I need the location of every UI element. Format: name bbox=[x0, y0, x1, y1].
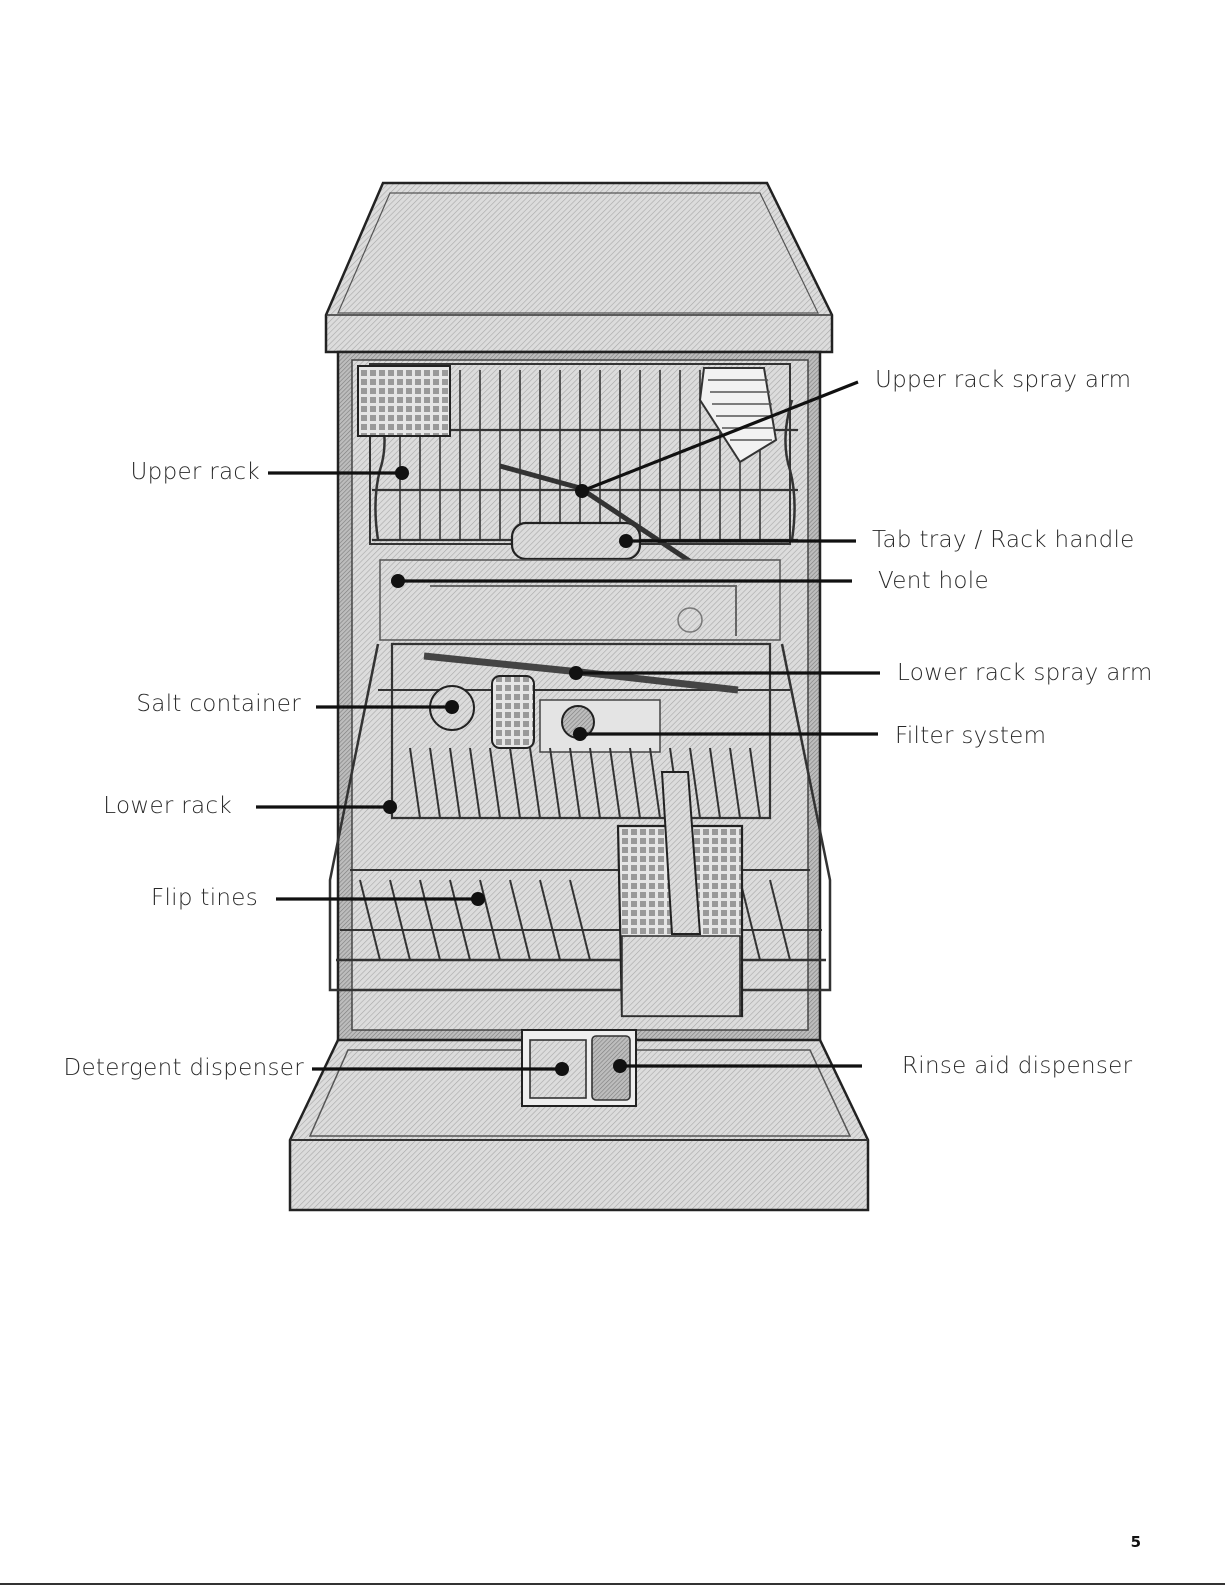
label-rinse-aid-dispenser: Rinse aid dispenser bbox=[902, 1055, 1132, 1078]
label-salt-container: Salt container bbox=[60, 693, 301, 716]
tub-interior bbox=[380, 560, 780, 640]
label-filter-system: Filter system bbox=[895, 725, 1046, 748]
label-lower-rack-spray-arm: Lower rack spray arm bbox=[897, 662, 1153, 685]
upper-rack bbox=[358, 364, 798, 568]
label-vent-hole: Vent hole bbox=[878, 570, 989, 593]
label-detergent-dispenser: Detergent dispenser bbox=[40, 1057, 304, 1080]
page-number: 5 bbox=[1131, 1533, 1141, 1551]
dishwasher-door bbox=[290, 1030, 868, 1210]
label-upper-rack: Upper rack bbox=[80, 461, 260, 484]
label-tab-tray-rack-handle: Tab tray / Rack handle bbox=[872, 529, 1135, 552]
label-lower-rack: Lower rack bbox=[60, 795, 232, 818]
countertop bbox=[326, 183, 832, 352]
label-flip-tines: Flip tines bbox=[60, 887, 258, 910]
label-upper-rack-spray-arm: Upper rack spray arm bbox=[875, 369, 1131, 392]
